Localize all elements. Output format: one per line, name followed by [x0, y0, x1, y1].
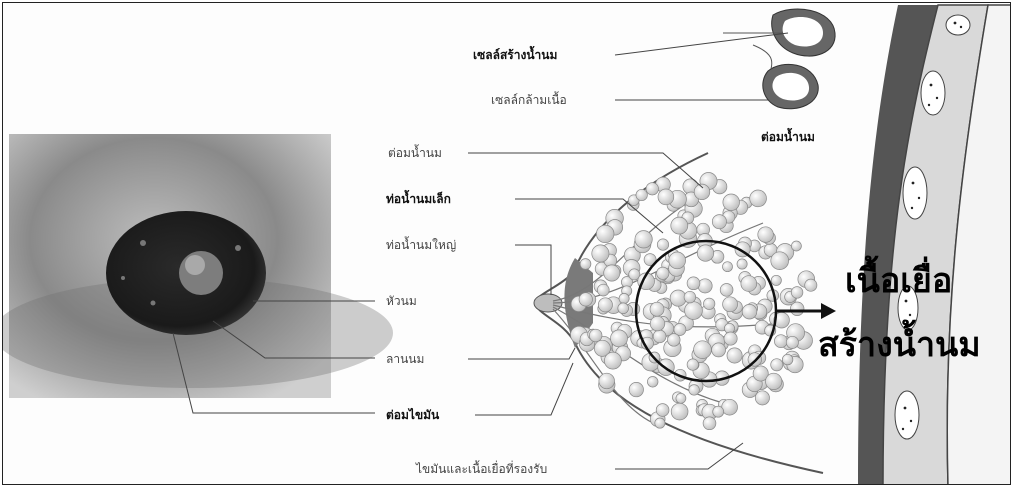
label-fat-support-tissue: ไขมันและเนื้อเยื่อที่รองรับ — [416, 462, 547, 476]
lobule — [597, 284, 609, 296]
lobule — [723, 262, 733, 272]
label-areola: ลานนม — [386, 352, 424, 366]
lobule — [611, 330, 628, 347]
lobule — [727, 348, 742, 363]
lobule — [619, 293, 629, 303]
lobule — [774, 335, 787, 348]
lobule — [604, 352, 621, 369]
label-small-ducts: ท่อน้ำนมเล็ก — [386, 192, 451, 206]
lobule — [805, 279, 817, 291]
label-muscle-cells: เซลล์กล้ามเนื้อ — [491, 93, 567, 107]
lobule — [758, 227, 774, 243]
lobule — [782, 354, 793, 365]
lobule — [723, 297, 738, 312]
diagram-canvas — [3, 3, 1011, 485]
lobule — [596, 225, 614, 243]
lobule — [742, 304, 757, 319]
lobule — [671, 403, 688, 420]
lobule — [737, 259, 747, 269]
lobule — [657, 239, 668, 250]
lobule — [599, 373, 615, 389]
lobule — [656, 404, 669, 417]
lobule — [771, 252, 789, 270]
highlight-label-line2: สร้างน้ำนม — [818, 325, 981, 365]
label-alveoli-caption: ต่อมน้ำนม — [761, 130, 815, 144]
label-nipple: หัวนม — [386, 294, 417, 308]
lobule — [635, 231, 652, 248]
label-large-ducts: ท่อน้ำนมใหญ่ — [386, 238, 456, 252]
lobule — [689, 385, 700, 396]
lobule — [712, 215, 726, 229]
lobule — [598, 298, 612, 312]
lobule — [786, 336, 798, 348]
lobule — [741, 276, 757, 292]
lobule — [694, 341, 712, 359]
lobule — [592, 245, 609, 262]
lobule — [650, 316, 665, 331]
lobule — [618, 303, 629, 314]
lobule — [750, 190, 767, 207]
lobule — [687, 277, 700, 290]
lobule — [697, 245, 713, 261]
lobule — [685, 302, 703, 320]
lobule — [687, 359, 698, 370]
label-sebaceous-glands: ต่อมไขมัน — [386, 408, 439, 422]
lobule — [646, 183, 658, 195]
lobule — [669, 252, 686, 269]
lobule — [657, 267, 669, 279]
lobule — [647, 377, 658, 388]
lobule — [604, 265, 620, 281]
lobule — [791, 287, 803, 299]
lobule — [655, 418, 665, 428]
lobule — [704, 298, 715, 309]
lobule — [579, 293, 592, 306]
lobule — [676, 393, 686, 403]
lobule — [722, 399, 738, 415]
highlight-label-line1: เนื้อเยื่อ — [845, 261, 952, 301]
lobule — [771, 275, 781, 285]
lobule — [703, 417, 716, 430]
lobule — [694, 184, 710, 200]
lobule — [636, 189, 647, 200]
label-milk-producing-cells: เซลล์สร้างน้ำนม — [473, 48, 557, 62]
lobule — [650, 302, 664, 316]
lobule — [580, 259, 591, 270]
lobule — [684, 291, 696, 303]
lobule — [723, 194, 740, 211]
lobule — [720, 284, 733, 297]
vessel-tissue — [858, 5, 1011, 485]
lobule — [771, 359, 783, 371]
lobule — [629, 382, 643, 396]
label-alveoli: ต่อมน้ำนม — [388, 146, 442, 160]
lobules — [571, 173, 817, 430]
lobule — [791, 241, 801, 251]
alveoli-inset — [723, 9, 835, 109]
lobule — [589, 329, 602, 342]
lobule — [724, 332, 737, 345]
lobule — [713, 406, 724, 417]
lobule — [755, 391, 769, 405]
lobule — [712, 343, 726, 357]
lobule — [766, 373, 782, 389]
lobule — [653, 330, 666, 343]
lobule — [658, 189, 674, 205]
lobule — [698, 279, 712, 293]
lobule — [671, 217, 688, 234]
